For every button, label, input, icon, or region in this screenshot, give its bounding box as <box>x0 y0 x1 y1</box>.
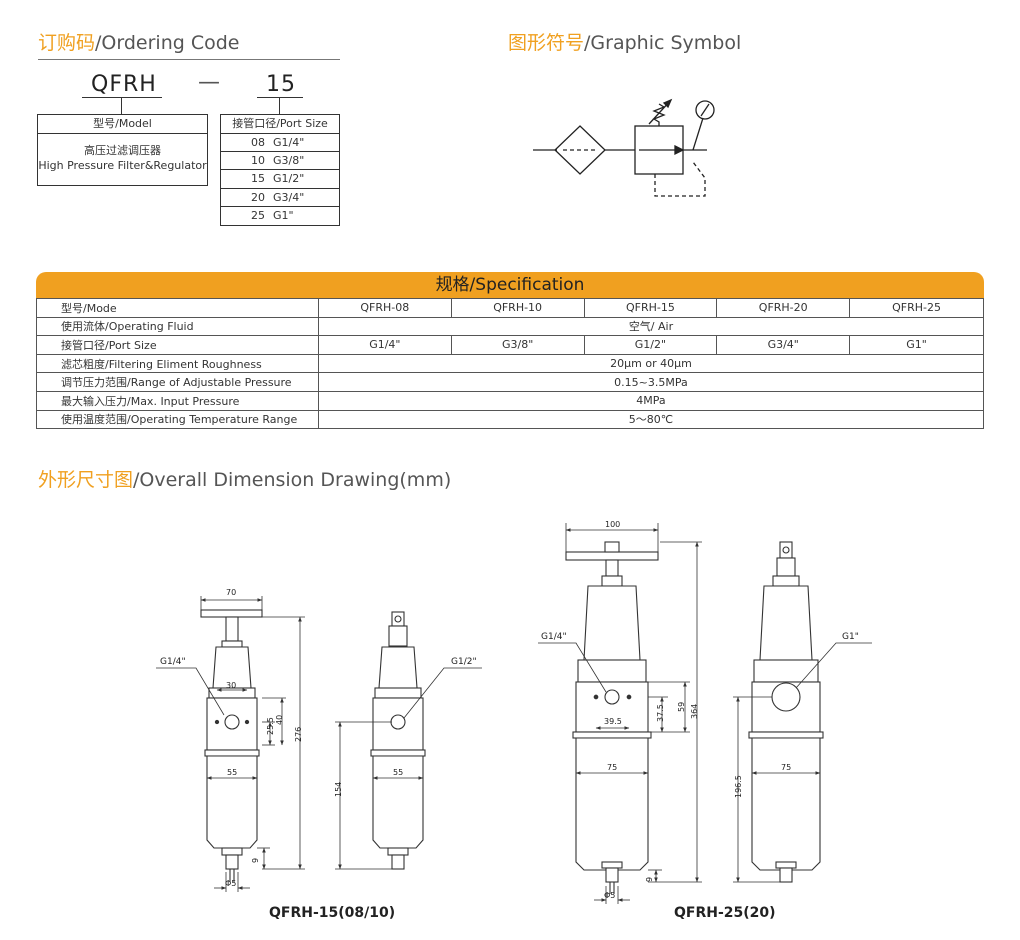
model-header: 型号/Model <box>38 115 207 134</box>
large-side-view <box>748 541 824 883</box>
spec-table: 型号/Mode QFRH-08 QFRH-10 QFRH-15 QFRH-20 … <box>36 298 985 430</box>
small-side-dimensions <box>335 667 482 870</box>
spec-label: 最大输入压力/Max. Input Pressure <box>36 390 319 411</box>
port-callout: G1/2" <box>451 657 477 667</box>
table-row: 调节压力范围/Range of Adjustable Pressure 0.15… <box>36 372 985 392</box>
port-size-header: 接管口径/Port Size <box>221 115 339 134</box>
dim-label: 39.5 <box>604 717 622 726</box>
dim-label: 154 <box>334 782 343 797</box>
spec-cell: 空气/ Air <box>317 316 985 337</box>
dim-label: 30 <box>226 681 236 690</box>
code-prefix-underline <box>82 97 162 98</box>
spec-cell: 5～80℃ <box>317 409 985 430</box>
spec-cell: QFRH-20 <box>716 298 851 318</box>
spec-cell: QFRH-10 <box>450 298 585 318</box>
spec-label: 调节压力范围/Range of Adjustable Pressure <box>36 372 319 392</box>
spec-header: 规格/Specification <box>36 272 984 298</box>
port-callout: G1" <box>842 632 859 642</box>
table-row: 滤芯粗度/Filtering Eliment Roughness 20μm or… <box>36 353 985 374</box>
small-front-dimensions <box>156 596 305 892</box>
dim-label: 55 <box>393 768 403 777</box>
spec-cell: G3/4" <box>716 335 851 355</box>
dim-label: 100 <box>605 520 620 529</box>
dim-label: 25.5 <box>266 717 275 735</box>
spec-label: 滤芯粗度/Filtering Eliment Roughness <box>36 353 319 374</box>
large-side-dimensions <box>733 642 872 883</box>
code-prefix: QFRH <box>91 72 157 97</box>
dim-label: 196.5 <box>734 775 743 798</box>
dimension-drawing-title: 外形尺寸图/Overall Dimension Drawing(mm) <box>38 469 452 491</box>
spec-cell: QFRH-25 <box>849 298 984 318</box>
spec-label: 接管口径/Port Size <box>36 335 319 355</box>
dim-label: 40 <box>275 715 284 725</box>
table-row: 接管口径/Port Size G1/4" G3/8" G1/2" G3/4" G… <box>36 335 984 355</box>
small-side-view <box>370 611 426 870</box>
spec-label: 使用温度范围/Operating Temperature Range <box>36 409 319 430</box>
spec-cell: G1" <box>849 335 984 355</box>
model-name-en: High Pressure Filter&Regulator <box>38 159 207 172</box>
spec-label: 使用流体/Operating Fluid <box>36 316 319 337</box>
spec-cell: G3/8" <box>450 335 585 355</box>
dim-label: 9 <box>645 877 654 882</box>
code-suffix: 15 <box>266 72 296 97</box>
model-box: 型号/Model 高压过滤调压器 High Pressure Filter&Re… <box>37 114 208 186</box>
dim-label: 276 <box>294 727 303 742</box>
caption-large: QFRH-25(20) <box>674 905 776 921</box>
small-front-view <box>200 609 263 882</box>
dim-label: 59 <box>677 702 686 712</box>
table-row: 型号/Mode QFRH-08 QFRH-10 QFRH-15 QFRH-20 … <box>36 298 984 318</box>
model-name-cn: 高压过滤调压器 <box>84 144 161 157</box>
code-suffix-connector <box>279 97 280 114</box>
large-front-view <box>565 541 659 894</box>
ordering-code-title: 订购码/Ordering Code <box>38 32 240 54</box>
table-row: 最大输入压力/Max. Input Pressure 4MPa <box>36 390 985 411</box>
spec-cell: QFRH-08 <box>317 298 452 318</box>
table-row: 使用温度范围/Operating Temperature Range 5～80℃ <box>36 409 985 430</box>
dim-label: Φ5 <box>604 891 615 900</box>
code-suffix-underline <box>257 97 303 98</box>
dim-label: 55 <box>227 768 237 777</box>
dim-label: 75 <box>781 763 791 772</box>
dim-label: 9 <box>251 858 260 863</box>
dim-label: 75 <box>607 763 617 772</box>
spec-cell: QFRH-15 <box>583 298 718 318</box>
caption-small: QFRH-15(08/10) <box>269 905 396 921</box>
code-dash: — <box>198 70 221 95</box>
table-row: 使用流体/Operating Fluid 空气/ Air <box>36 316 985 337</box>
dim-label: 37.5 <box>656 704 665 722</box>
port-callout: G1/4" <box>160 657 186 667</box>
port-callout: G1/4" <box>541 632 567 642</box>
spec-cell: 20μm or 40μm <box>317 353 985 374</box>
graphic-symbol-title: 图形符号/Graphic Symbol <box>508 32 742 54</box>
spec-cell: G1/4" <box>317 335 452 355</box>
title-rule <box>38 59 340 60</box>
dim-label: 70 <box>226 588 236 597</box>
spec-cell: 4MPa <box>317 390 985 411</box>
dim-label: 364 <box>690 704 699 719</box>
spec-label: 型号/Mode <box>36 298 319 318</box>
code-prefix-connector <box>121 97 122 114</box>
spec-cell: G1/2" <box>583 335 718 355</box>
large-front-dimensions <box>538 523 702 904</box>
spec-cell: 0.15~3.5MPa <box>317 372 985 392</box>
dim-label: Φ5 <box>225 879 236 888</box>
graphic-symbol <box>533 98 715 197</box>
